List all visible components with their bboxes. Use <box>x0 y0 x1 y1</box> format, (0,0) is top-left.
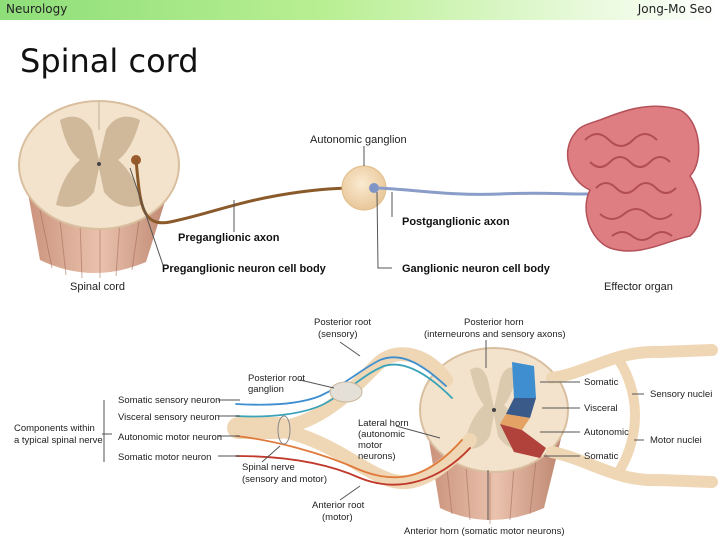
label-spinal-nerve: Spinal nerve <box>242 462 295 473</box>
label-components: Components within <box>14 423 95 434</box>
label-visceral: Visceral <box>584 403 618 414</box>
effector-organ-intestine <box>566 105 702 252</box>
label-preganglionic-axon: Preganglionic axon <box>178 232 280 244</box>
spinal-nerve-roots <box>227 344 718 489</box>
top-leader-lines <box>129 146 393 269</box>
label-anterior-horn: Anterior horn (somatic motor neurons) <box>404 526 565 537</box>
label-sensory-nuclei: Sensory nuclei <box>650 389 712 400</box>
postganglionic-axon-line <box>377 186 589 196</box>
posterior-root-ganglion-shape <box>329 381 363 403</box>
label-anterior-root-sub: (motor) <box>322 512 353 523</box>
bottom-spinal-cord <box>419 347 569 524</box>
label-posterior-horn-sub: (interneurons and sensory axons) <box>424 329 566 340</box>
label-visceral-sensory: Visceral sensory neuron <box>118 412 220 423</box>
label-ganglionic-cell-body: Ganglionic neuron cell body <box>402 263 551 275</box>
top-spinal-cord <box>18 100 180 279</box>
label-somatic-bottom: Somatic <box>584 451 619 462</box>
header-bar: Neurology Jong-Mo Seo <box>0 0 720 20</box>
label-posterior-root-ganglion: Posterior root <box>248 373 305 384</box>
label-anterior-root: Anterior root <box>312 500 365 511</box>
label-postganglionic-axon: Postganglionic axon <box>402 216 510 228</box>
label-lateral-horn-4: neurons) <box>358 451 396 462</box>
label-lateral-horn-2: (autonomic <box>358 429 405 440</box>
spinal-nerve-sheath <box>277 415 291 445</box>
label-autonomic: Autonomic <box>584 427 629 438</box>
page-title: Spinal cord <box>20 42 199 80</box>
label-motor-nuclei: Motor nuclei <box>650 435 702 446</box>
label-somatic-top: Somatic <box>584 377 619 388</box>
label-posterior-horn: Posterior horn <box>464 317 524 328</box>
label-spinal-nerve-sub: (sensory and motor) <box>242 474 327 485</box>
course-name: Neurology <box>6 2 68 16</box>
label-components-sub: a typical spinal nerve <box>14 435 103 446</box>
label-spinal-cord: Spinal cord <box>70 281 125 293</box>
label-effector-organ: Effector organ <box>604 281 673 293</box>
label-posterior-root-sub: (sensory) <box>318 329 358 340</box>
author-name: Jong-Mo Seo <box>637 2 712 16</box>
label-preganglionic-cell-body: Preganglionic neuron cell body <box>162 263 327 275</box>
label-autonomic-motor: Autonomic motor neuron <box>118 432 222 443</box>
label-posterior-root: Posterior root <box>314 317 371 328</box>
label-somatic-sensory: Somatic sensory neuron <box>118 395 220 406</box>
label-posterior-root-ganglion-sub: ganglion <box>248 384 284 395</box>
bottom-leader-lines <box>102 340 644 520</box>
label-lateral-horn-3: motor <box>358 440 382 451</box>
label-somatic-motor: Somatic motor neuron <box>118 452 211 463</box>
label-lateral-horn: Lateral horn <box>358 418 409 429</box>
label-autonomic-ganglion: Autonomic ganglion <box>310 134 407 146</box>
